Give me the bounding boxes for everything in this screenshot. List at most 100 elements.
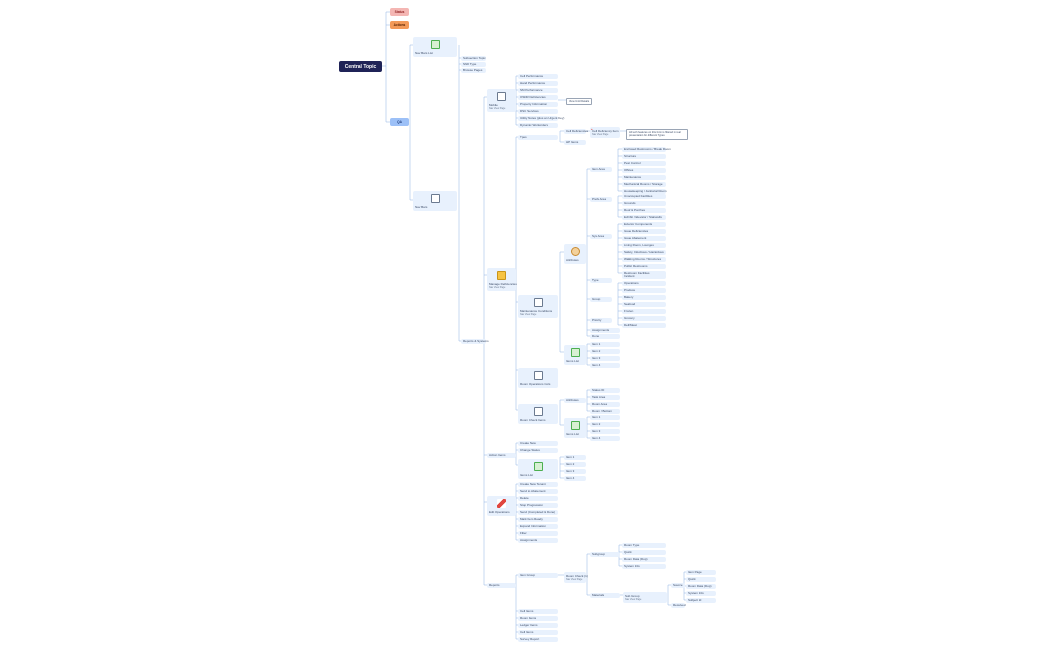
- edit-operation-item[interactable]: Mark Item Ready: [518, 517, 558, 522]
- subgroup-value-item[interactable]: Quick: [622, 550, 666, 555]
- mobile-list-item[interactable]: Hand Performance: [518, 81, 558, 86]
- edit-operations-card[interactable]: Edit Operations: [487, 496, 516, 516]
- reports-systems-node[interactable]: Reports & Systems: [461, 339, 489, 344]
- received-node[interactable]: Received: [671, 603, 686, 608]
- items-list-1-card[interactable]: Items List: [564, 345, 586, 365]
- items-list-3-value-item[interactable]: Item 2: [564, 462, 586, 467]
- edit-operation-item[interactable]: Filter: [518, 531, 558, 536]
- edit-operation-item[interactable]: Stop Progression: [518, 503, 558, 508]
- source-value-item[interactable]: System Info: [686, 591, 716, 596]
- items-list-1-value-item[interactable]: Item 2: [590, 349, 620, 354]
- prefs-area-value-item[interactable]: Roof & Porches: [622, 208, 666, 213]
- prefs-area-value-item[interactable]: Unoccupied Facilities: [622, 194, 666, 199]
- mobile-list-item[interactable]: SM Performance: [518, 88, 558, 93]
- sys-area-value-item[interactable]: Walking Rooms / Structures: [622, 257, 666, 262]
- type-node[interactable]: Type: [590, 278, 612, 283]
- sys-area-node[interactable]: Sys Area: [590, 234, 612, 239]
- cell-deficiencies-node[interactable]: Cell Deficiencies: [564, 129, 589, 134]
- nav-bars-card[interactable]: Nav Bars: [413, 191, 457, 211]
- report-bottom-item[interactable]: Survey Report: [518, 637, 558, 642]
- sys-area-value-item[interactable]: Living Room, Lounges: [622, 243, 666, 248]
- group-value-item[interactable]: Grocery: [622, 316, 666, 321]
- source-value-item[interactable]: Room Data (Dup): [686, 584, 716, 589]
- subgroup-value-item[interactable]: Room Type: [622, 543, 666, 548]
- items-list-2-card[interactable]: Items List: [564, 418, 586, 438]
- report-bottom-item[interactable]: Cell Items: [518, 609, 558, 614]
- report-bottom-item[interactable]: Room Items: [518, 616, 558, 621]
- manage-deficiencies-card[interactable]: Manage Deficiencies Nav View Page: [487, 268, 517, 291]
- mobile-list-item[interactable]: Utility Notes (plus an Urgent Key): [518, 116, 565, 121]
- group-value-item[interactable]: Seafood: [622, 302, 666, 307]
- browse-pages-node[interactable]: Browse Pages: [461, 68, 486, 73]
- item-area-node[interactable]: Item Area: [590, 167, 612, 172]
- source-value-item[interactable]: Quick: [686, 577, 716, 582]
- source-value-item[interactable]: Subject Id: [686, 598, 716, 603]
- assignments-node[interactable]: Assignments: [590, 328, 620, 333]
- group-value-item[interactable]: Deli/Meat: [622, 323, 666, 328]
- source-node[interactable]: Source: [671, 583, 685, 588]
- mobile-list-item[interactable]: DSC Services: [518, 109, 558, 114]
- items-list-3-card[interactable]: Items List: [518, 459, 558, 479]
- action-item-item[interactable]: Create New: [518, 441, 558, 446]
- item-area-value-item[interactable]: Enclosed Restrooms / Break Room: [622, 147, 671, 152]
- items-list-1-value-item[interactable]: Item 3: [590, 356, 620, 361]
- sys-area-value-item[interactable]: Safety, Infectious / Hazardous: [622, 250, 666, 255]
- group-node[interactable]: Group: [590, 297, 612, 302]
- action-items-node[interactable]: Action Items: [487, 453, 516, 458]
- mobile-list-item[interactable]: Dynamic Workorders: [518, 123, 558, 128]
- source-value-item[interactable]: Item Page: [686, 570, 716, 575]
- items-list-1-value-item[interactable]: Item 1: [590, 342, 620, 347]
- room-check-attr-item[interactable]: Task Area: [590, 395, 620, 400]
- item-area-value-item[interactable]: Pest Control: [622, 161, 666, 166]
- sys-area-value-item[interactable]: Public Restrooms: [622, 264, 666, 269]
- room-check-items-card[interactable]: Room Check Items: [518, 404, 558, 424]
- nav-bars-list-card[interactable]: Nav Bars List: [413, 37, 457, 57]
- group-value-item[interactable]: Bakery: [622, 295, 666, 300]
- central-topic[interactable]: Central Topic: [339, 61, 382, 72]
- prefs-area-node[interactable]: Prefs Area: [590, 197, 612, 202]
- edit-operation-item[interactable]: Delete: [518, 496, 558, 501]
- item-area-value-item[interactable]: Housekeeping / Janitorial Room: [622, 189, 667, 194]
- prefs-area-value-item[interactable]: Exhibit / Elevator / Stairwells: [622, 215, 666, 220]
- maintenance-conditions-card[interactable]: Maintenance Conditions Nav View Page: [518, 295, 558, 318]
- subgroup-node[interactable]: Subgroup: [590, 552, 620, 557]
- sys-area-value-item[interactable]: Issue Deficiencies: [622, 229, 666, 234]
- room-check-attr-item[interactable]: Room Area: [590, 402, 620, 407]
- attributes-card[interactable]: Attributes: [564, 244, 586, 264]
- group-value-item[interactable]: Produce: [622, 288, 666, 293]
- report-bottom-item[interactable]: Ledger Items: [518, 623, 558, 628]
- edit-operation-item[interactable]: Send (Completed & Done): [518, 510, 558, 515]
- mobile-list-item[interactable]: OSDR Deficiencies: [518, 95, 558, 100]
- edit-operation-item[interactable]: Create New Tenant: [518, 482, 558, 487]
- items-list-3-value-item[interactable]: Item 4: [564, 476, 586, 481]
- sys-area-value-item[interactable]: Issue Abatement: [622, 236, 666, 241]
- items-list-1-value-item[interactable]: Item 4: [590, 363, 620, 368]
- shift-type-node[interactable]: Shift Type: [461, 62, 486, 67]
- edit-operation-item[interactable]: Send to Abatement: [518, 489, 558, 494]
- room-operations-cols-card[interactable]: Room Operations Cols: [518, 368, 558, 388]
- room-check-report-card[interactable]: Room Check (1) Nav View Page: [564, 572, 588, 583]
- prefs-area-value-item[interactable]: Grounds: [622, 201, 666, 206]
- priority-node[interactable]: Priority: [590, 318, 612, 323]
- sys-area-value-item[interactable]: Restroom Facilities: [622, 271, 666, 276]
- items-list-2-value-item[interactable]: Item 4: [590, 436, 620, 441]
- group-value-item[interactable]: Operations: [622, 281, 666, 286]
- items-list-2-value-item[interactable]: Item 2: [590, 422, 620, 427]
- subsection-topic-node[interactable]: Subsection Topic: [461, 56, 486, 61]
- room-check-attr-item[interactable]: Status ID: [590, 388, 620, 393]
- room-check-attr-item[interactable]: Room / Bottom: [590, 409, 620, 414]
- reports-node[interactable]: Reports: [487, 583, 516, 588]
- qa-tag[interactable]: QA: [390, 118, 409, 126]
- edit-operation-item[interactable]: Assignments: [518, 538, 558, 543]
- action-item-item[interactable]: Change Status: [518, 448, 558, 453]
- type-value-item[interactable]: Incident: [622, 274, 666, 279]
- subgroup-value-item[interactable]: Room Data (Dup): [622, 557, 666, 562]
- item-area-value-item[interactable]: Offices: [622, 168, 666, 173]
- items-list-3-value-item[interactable]: Item 3: [564, 469, 586, 474]
- actions-tag[interactable]: Actions: [390, 21, 409, 29]
- item-group-node[interactable]: Item Group: [518, 573, 558, 578]
- cell-deficiency-item-card[interactable]: Cell Deficiency Item Nav View Page: [590, 127, 620, 138]
- sys-area-value-item[interactable]: Exterior Components: [622, 222, 666, 227]
- sub-group-2-card[interactable]: Sub Group Nav View Page: [623, 592, 667, 603]
- hp-items-node[interactable]: HP Items: [564, 140, 586, 145]
